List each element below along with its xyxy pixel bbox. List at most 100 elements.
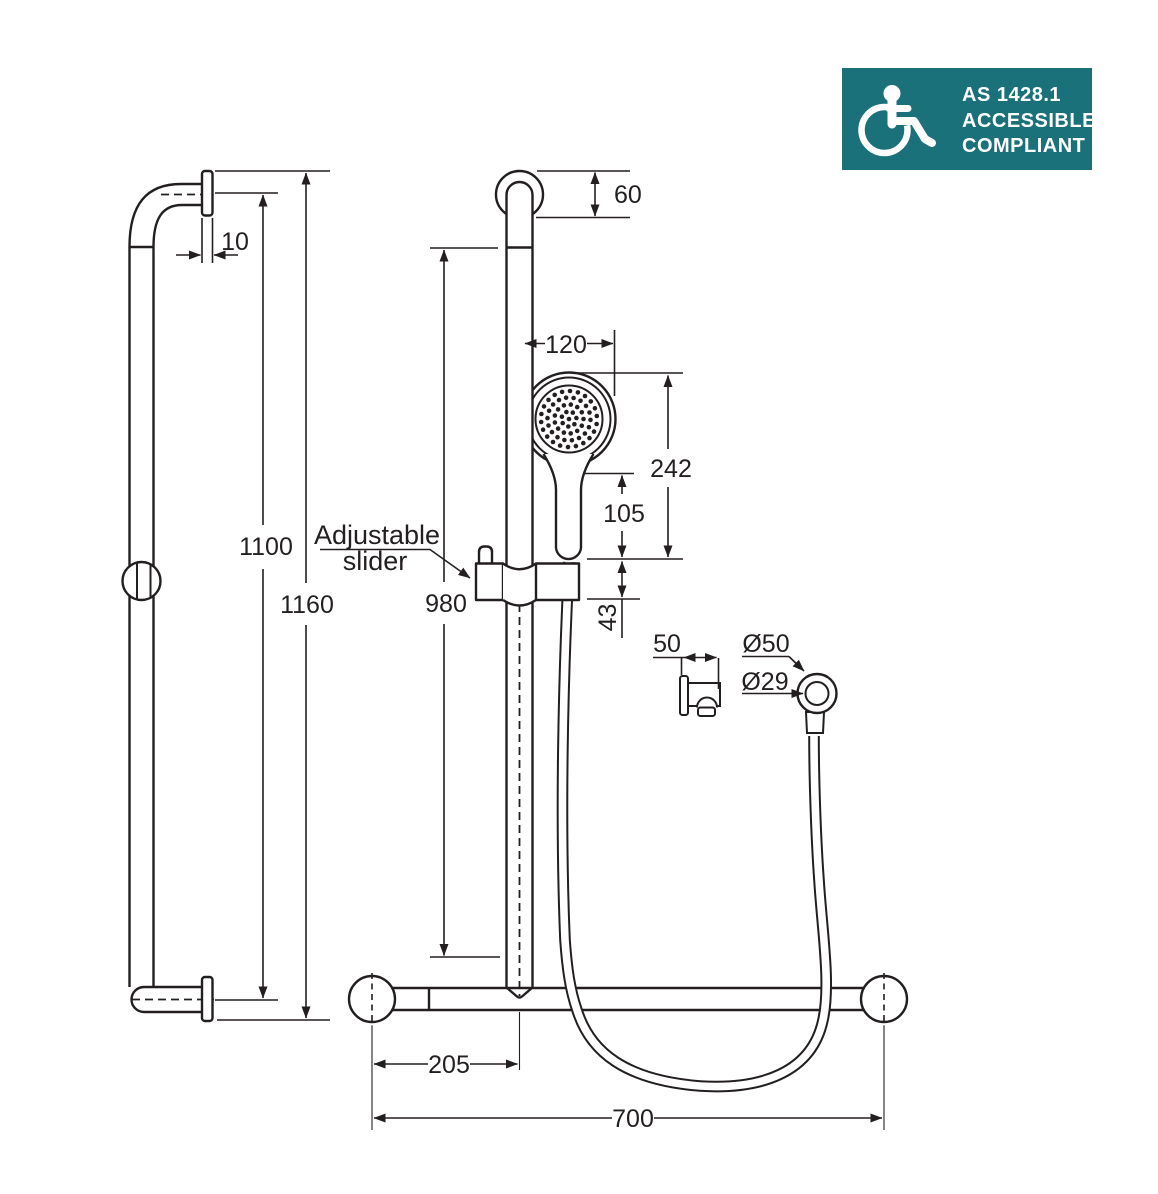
dim-120-label: 120	[545, 331, 587, 359]
spray-dot	[559, 389, 565, 395]
spray-dot	[561, 430, 567, 435]
spray-dot	[566, 416, 572, 422]
hose-core	[558, 561, 830, 1091]
spray-dot	[555, 426, 561, 431]
dim-10-label: 10	[221, 228, 249, 256]
spray-dot	[560, 420, 565, 426]
spray-dot	[573, 443, 579, 449]
side-slider-knob	[121, 560, 162, 602]
spray-dot	[578, 398, 583, 404]
spray-dot	[582, 431, 588, 436]
spray-dot	[552, 413, 558, 418]
side-top-wall-flange	[200, 169, 214, 217]
dim-242-label: 242	[650, 455, 692, 483]
shower-hose	[556, 561, 832, 1093]
hand-shower-head	[521, 371, 617, 561]
outlet-inner-ring	[804, 681, 830, 706]
figure-leg	[888, 117, 936, 147]
slider-middle-top	[502, 562, 537, 571]
figure-head	[883, 85, 901, 102]
spray-dot	[591, 429, 597, 434]
spray-dot	[538, 419, 544, 425]
spray-dot	[550, 439, 556, 445]
spray-dot	[579, 410, 585, 415]
spray-dot	[552, 392, 557, 398]
spray-dot	[579, 423, 585, 429]
spray-dot	[588, 417, 593, 423]
handle-end-cap	[554, 547, 583, 561]
spray-dot	[544, 434, 550, 439]
dim-700-label: 700	[612, 1105, 654, 1133]
side-view	[121, 169, 214, 1023]
slider-middle-fill	[503, 563, 536, 606]
spray-dot	[594, 413, 600, 419]
spray-dot	[546, 397, 551, 403]
badge-accessible: ACCESSIBLE	[962, 110, 1096, 132]
spray-dot	[563, 395, 569, 401]
spray-dot	[540, 427, 546, 433]
front-view	[347, 169, 909, 1093]
callout-line1: Adjustable	[314, 520, 440, 550]
badge-standard: AS 1428.1	[962, 84, 1061, 106]
spray-dot	[587, 410, 592, 415]
spray-dot	[565, 444, 571, 450]
dim-1160-label: 1160	[280, 591, 334, 619]
wall-outlet-front	[796, 672, 838, 734]
spray-dot	[594, 421, 599, 427]
dim-60-label: 60	[614, 181, 642, 209]
spray-dot	[545, 415, 550, 421]
slider-middle-bottom	[502, 598, 537, 607]
wall-outlet-side	[679, 675, 721, 717]
spray-dot	[569, 438, 575, 443]
callout-leader	[320, 548, 471, 579]
spray-dot	[550, 402, 556, 407]
handle-right-edge	[579, 453, 595, 548]
front-view-dimensions: 60 980 120 242 105 43 50	[371, 170, 885, 1133]
spray-dot	[570, 410, 576, 415]
spray-dot	[555, 407, 561, 412]
spray-dot	[583, 403, 589, 409]
slider-left-block	[474, 562, 505, 602]
dim-1100-label: 1100	[239, 533, 293, 561]
spray-dot	[576, 435, 582, 441]
compliance-badge: AS 1428.1 ACCESSIBLE COMPLIANT	[842, 68, 1096, 170]
bracket-wall-plate	[679, 675, 689, 716]
spray-dot	[588, 399, 594, 404]
spray-dot	[574, 415, 579, 421]
bracket-nozzle-collar	[697, 706, 716, 717]
spray-dot	[587, 435, 592, 441]
dia-29-label: Ø29	[741, 668, 788, 696]
side-top-bend-inner	[152, 203, 202, 248]
spray-dot	[546, 408, 552, 414]
wheel	[858, 103, 911, 157]
side-bottom-arm-cap	[130, 985, 145, 1014]
head-face-ring	[534, 384, 604, 454]
side-bottom-wall-flange	[200, 975, 214, 1023]
spray-face-dots	[538, 388, 600, 450]
spray-dot	[574, 428, 580, 434]
spray-dot	[557, 443, 563, 448]
dia-50-label: Ø50	[742, 630, 789, 658]
spray-dot	[571, 395, 576, 401]
spray-dot	[592, 406, 598, 411]
dim-205-label: 205	[428, 1051, 470, 1079]
adjustable-slider	[474, 545, 581, 607]
spray-dot	[564, 409, 569, 415]
spray-dot	[559, 414, 565, 420]
spray-dot	[561, 403, 567, 408]
spray-dot	[552, 420, 558, 425]
spray-dot	[567, 388, 573, 394]
slider-lock-knob	[477, 545, 494, 564]
badge-compliant: COMPLIANT	[962, 135, 1085, 157]
spray-dot	[581, 440, 586, 446]
callout-line2: slider	[343, 546, 408, 576]
spray-dot	[586, 424, 592, 430]
adjustable-slider-callout: Adjustable slider	[314, 520, 471, 579]
side-view-dimensions: 10 1100 1160	[176, 170, 334, 1021]
spray-dot	[549, 429, 555, 435]
spray-dot	[568, 402, 574, 407]
spray-dot	[566, 424, 571, 429]
spray-dot	[546, 423, 551, 428]
dim-105-label: 105	[603, 500, 645, 528]
